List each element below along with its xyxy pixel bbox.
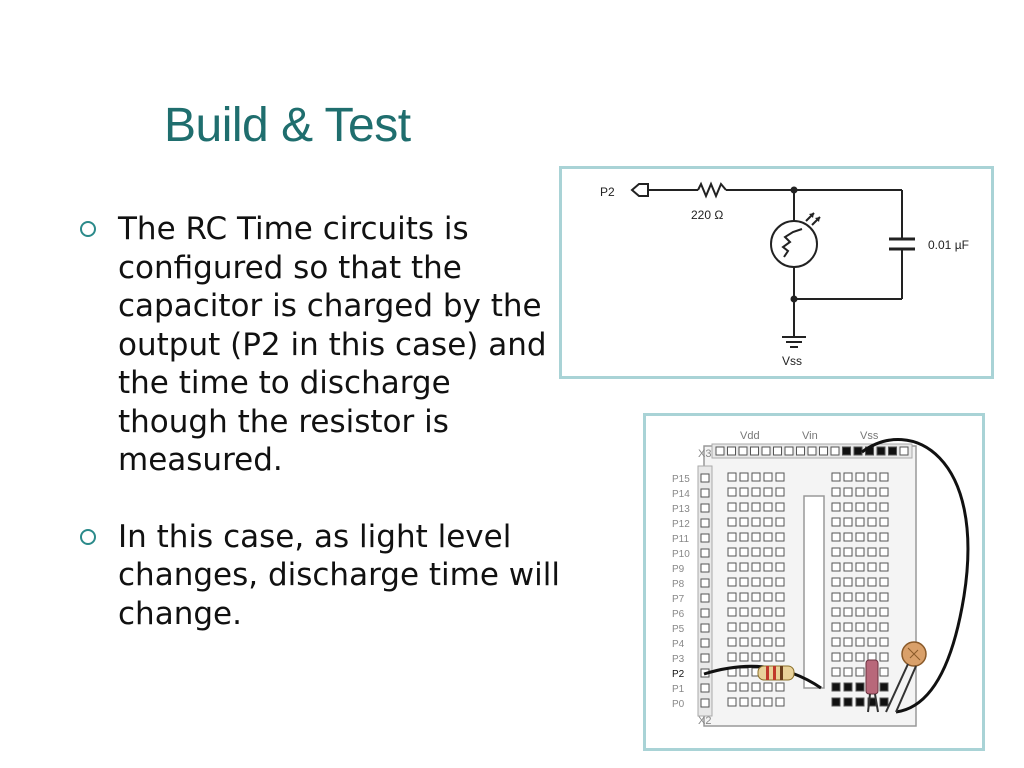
- resistor-component-icon: [757, 665, 795, 681]
- pin-label: P0: [672, 699, 685, 710]
- capacitor-component-icon: [865, 659, 879, 713]
- pin-label: P2: [600, 185, 615, 199]
- pin-label: P2: [672, 669, 685, 680]
- pin-label: P11: [672, 534, 689, 545]
- pin-label: P6: [672, 609, 685, 620]
- resistor-icon: [697, 181, 727, 199]
- pin-label: P10: [672, 549, 690, 560]
- pin-label: P5: [672, 624, 685, 635]
- photoresistor-icon: [770, 220, 818, 268]
- slide-title: Build & Test: [164, 99, 411, 152]
- pin-terminal-icon: [630, 183, 649, 197]
- pin-label: P7: [672, 594, 685, 605]
- bullet-item: The RC Time circuits is configured so th…: [80, 210, 560, 480]
- bullet-text: In this case, as light level changes, di…: [118, 518, 560, 632]
- vss-label: Vss: [860, 430, 879, 442]
- pin-label: P9: [672, 564, 685, 575]
- pin-label: P8: [672, 579, 685, 590]
- bullet-text: The RC Time circuits is configured so th…: [118, 211, 547, 478]
- pin-label: P14: [672, 489, 690, 500]
- photoresistor-component-icon: [885, 641, 927, 713]
- resistor-label: 220 Ω: [691, 208, 723, 222]
- ground-label: Vss: [782, 354, 802, 368]
- header-x2-label: X2: [698, 715, 711, 727]
- jumper-wire: [861, 438, 970, 714]
- header-x3-label: X3: [698, 448, 711, 460]
- bullet-item: In this case, as light level changes, di…: [80, 518, 560, 634]
- vdd-label: Vdd: [740, 430, 760, 442]
- pin-label: P4: [672, 639, 685, 650]
- pin-label: P3: [672, 654, 685, 665]
- hollow-circle-bullet-icon: [80, 221, 96, 237]
- schematic-drawing: P2 220 Ω 0.01 µF Vss: [600, 181, 969, 368]
- pin-label: P15: [672, 474, 690, 485]
- vin-label: Vin: [802, 430, 818, 442]
- bullet-list: The RC Time circuits is configured so th…: [80, 210, 560, 671]
- pin-label: P1: [672, 684, 685, 695]
- capacitor-label: 0.01 µF: [928, 238, 969, 252]
- pin-label: P12: [672, 519, 690, 530]
- hollow-circle-bullet-icon: [80, 528, 96, 545]
- pin-label: P13: [672, 504, 690, 515]
- rc-circuit-schematic: P2 220 Ω 0.01 µF Vss: [559, 166, 994, 379]
